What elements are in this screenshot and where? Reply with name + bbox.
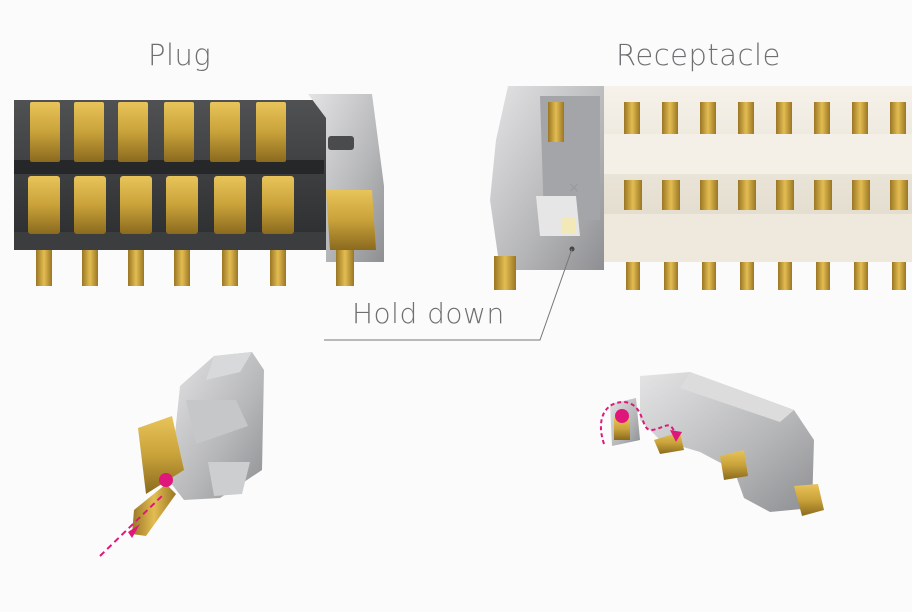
hold-down-leader bbox=[324, 246, 575, 341]
svg-text:×: × bbox=[568, 180, 580, 196]
receptacle-connector-illustration: × bbox=[490, 86, 912, 290]
spring-path-arrow-icon bbox=[599, 400, 682, 445]
receptacle-label: Receptacle bbox=[616, 38, 781, 72]
receptacle-upper-contacts bbox=[624, 102, 906, 134]
receptacle-hold-down-detail bbox=[610, 372, 824, 516]
plug-label: Plug bbox=[148, 38, 212, 72]
plug-connector-illustration bbox=[14, 94, 384, 286]
hold-down-label: Hold down bbox=[352, 297, 505, 330]
insertion-arrow-icon bbox=[99, 473, 173, 557]
plug-hold-down-detail bbox=[132, 352, 264, 536]
